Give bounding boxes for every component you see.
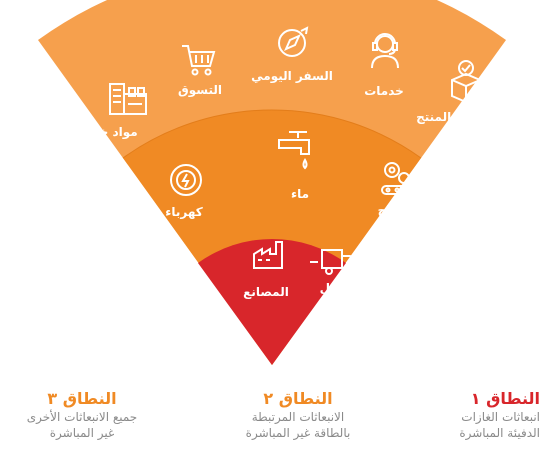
scope-2-title: النطاق ٢ [263,389,333,408]
production-gears-icon [381,162,413,195]
outer-label-services: خدمات [364,84,404,98]
scope-1-desc-line1: انبعاثات الغازات [461,410,540,424]
middle-label-electricity: كهرباء [165,205,203,219]
inner-label-transport: النقل [320,281,353,295]
outer-label-raw-materials: مواد خام [86,125,137,140]
product-box-icon [451,60,481,104]
inner-ring-scope-1 [198,238,346,365]
factory-icon [253,241,283,269]
electricity-bolt-icon [170,164,202,196]
water-tap-icon [278,131,310,170]
outer-label-product-use: استخدامات المنتج [416,110,520,124]
scope-3-desc-line2: غير المباشرة [49,426,115,440]
scope-2-legend: النطاق ٢ الانبعاثات المرتبطة بالطاقة غير… [218,389,378,441]
scope-2-desc-line2: بالطاقة غير المباشرة [245,426,351,440]
scope-3-desc-line1: جميع الانبعاثات الأخرى [26,410,138,424]
shopping-cart-icon [182,45,216,76]
scope-1-title: النطاق ١ [470,389,540,408]
factory-warehouse-icon [109,83,147,115]
compass-travel-icon [278,26,309,57]
scope-3-legend: النطاق ٣ جميع الانبعاثات الأخرى غير المب… [2,389,162,441]
inner-label-factories: المصانع [243,285,289,299]
scope-1-legend: النطاق ١ انبعاثات الغازات الدفيئة المباش… [400,389,540,441]
middle-label-water: ماء [291,187,309,201]
middle-label-production: إنتاج [378,203,405,217]
delivery-truck-icon [310,249,355,275]
scope-1-desc-line2: الدفيئة المباشرة [459,426,540,440]
outer-label-product-use-line1: استخدامات المنتج [416,110,520,124]
outer-label-shopping: التسوق [178,83,222,98]
outer-label-commuting: السفر اليومي [251,69,333,84]
middle-ring-edge [122,109,422,159]
scope-3-title: النطاق ٣ [47,389,117,408]
customer-service-headset-icon [371,33,399,69]
scope-2-desc-line1: الانبعاثات المرتبطة [251,410,345,424]
middle-ring-scope-2 [123,109,421,365]
